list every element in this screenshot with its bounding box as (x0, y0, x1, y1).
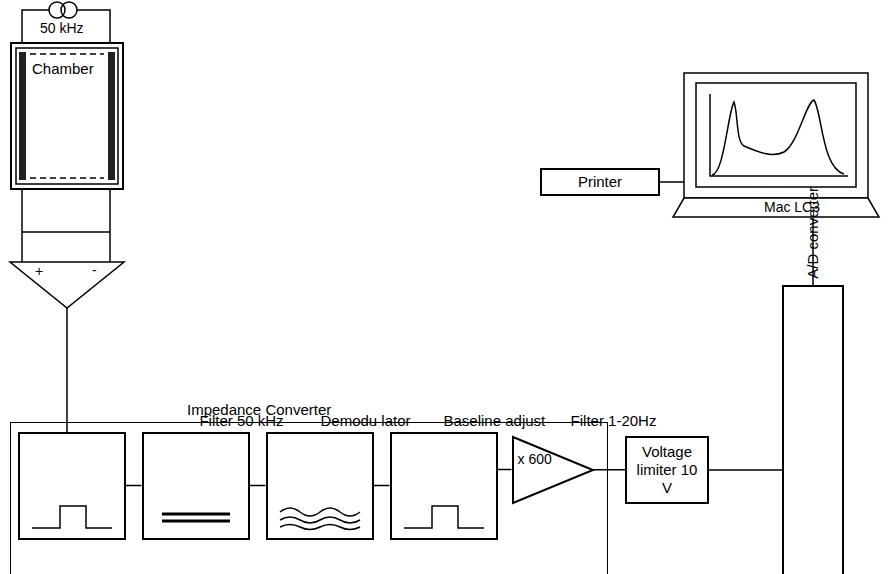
differential-amplifier-symbol (10, 262, 124, 308)
node-text: Voltage limiter 10 V (631, 443, 703, 497)
polarity-sign: + (35, 263, 43, 279)
converter-box: Impedance ConverterFilter 50 kHzDemodu l… (10, 422, 608, 574)
baseline-icon (280, 508, 360, 530)
chamber-dashed-line (30, 54, 104, 178)
amplifier-outline (513, 437, 593, 503)
node-text: Printer (542, 173, 658, 191)
bandpass-icon (32, 506, 112, 528)
signal-wire (709, 469, 782, 471)
graph-axes (710, 94, 848, 176)
computer-outline (672, 73, 879, 217)
node-text: Filter 50 kHz (196, 412, 288, 430)
bandpass-icon (404, 506, 484, 528)
graph-curve (712, 100, 844, 175)
monitor-case (684, 73, 868, 198)
polarity-sign: - (92, 262, 97, 278)
computer: Mac LC3 (672, 72, 880, 218)
baseline-box: Baseline adjust (266, 432, 374, 540)
filter-box: Filter 1-20Hz (390, 432, 498, 540)
node-text: A/D converter (804, 187, 822, 447)
node-text: Filter 1-20Hz (568, 412, 660, 430)
amplifier-triangle: x 600 (512, 436, 594, 504)
node-text: Chamber (32, 60, 94, 78)
amplifier-symbol (512, 436, 594, 504)
printer-cable (672, 181, 684, 183)
amplifier-output-wire (66, 308, 68, 432)
electrode-wire (22, 190, 110, 262)
electrode (19, 52, 26, 180)
limiter-box: Voltage limiter 10 V (625, 436, 709, 504)
node-text: Baseline adjust (444, 412, 536, 430)
current-source-symbol (61, 2, 77, 18)
chamber-inner-wall (16, 48, 118, 184)
filter-box: Filter 50 kHz (18, 432, 126, 540)
signal-wire (498, 469, 512, 471)
source-frequency: 50 kHz (40, 20, 84, 36)
signal-wire (374, 485, 390, 487)
printer-box: Printer (540, 168, 660, 196)
monitor-screen (696, 83, 856, 187)
computer-base (673, 198, 879, 217)
signal-wire (660, 181, 672, 183)
computer-drawing (672, 72, 880, 218)
demodulator-box: Demodu lator (142, 432, 250, 540)
signal-wire (126, 485, 142, 487)
node-text: Demodu lator (320, 412, 412, 430)
signal-wire (250, 485, 266, 487)
signal-wire (594, 469, 626, 471)
converter-box: A/D converter (782, 285, 844, 574)
node-text: x 600 (518, 451, 546, 468)
demodulator-icon (162, 514, 230, 521)
electrode (108, 52, 115, 180)
chamber-box: Chamber (10, 42, 124, 190)
